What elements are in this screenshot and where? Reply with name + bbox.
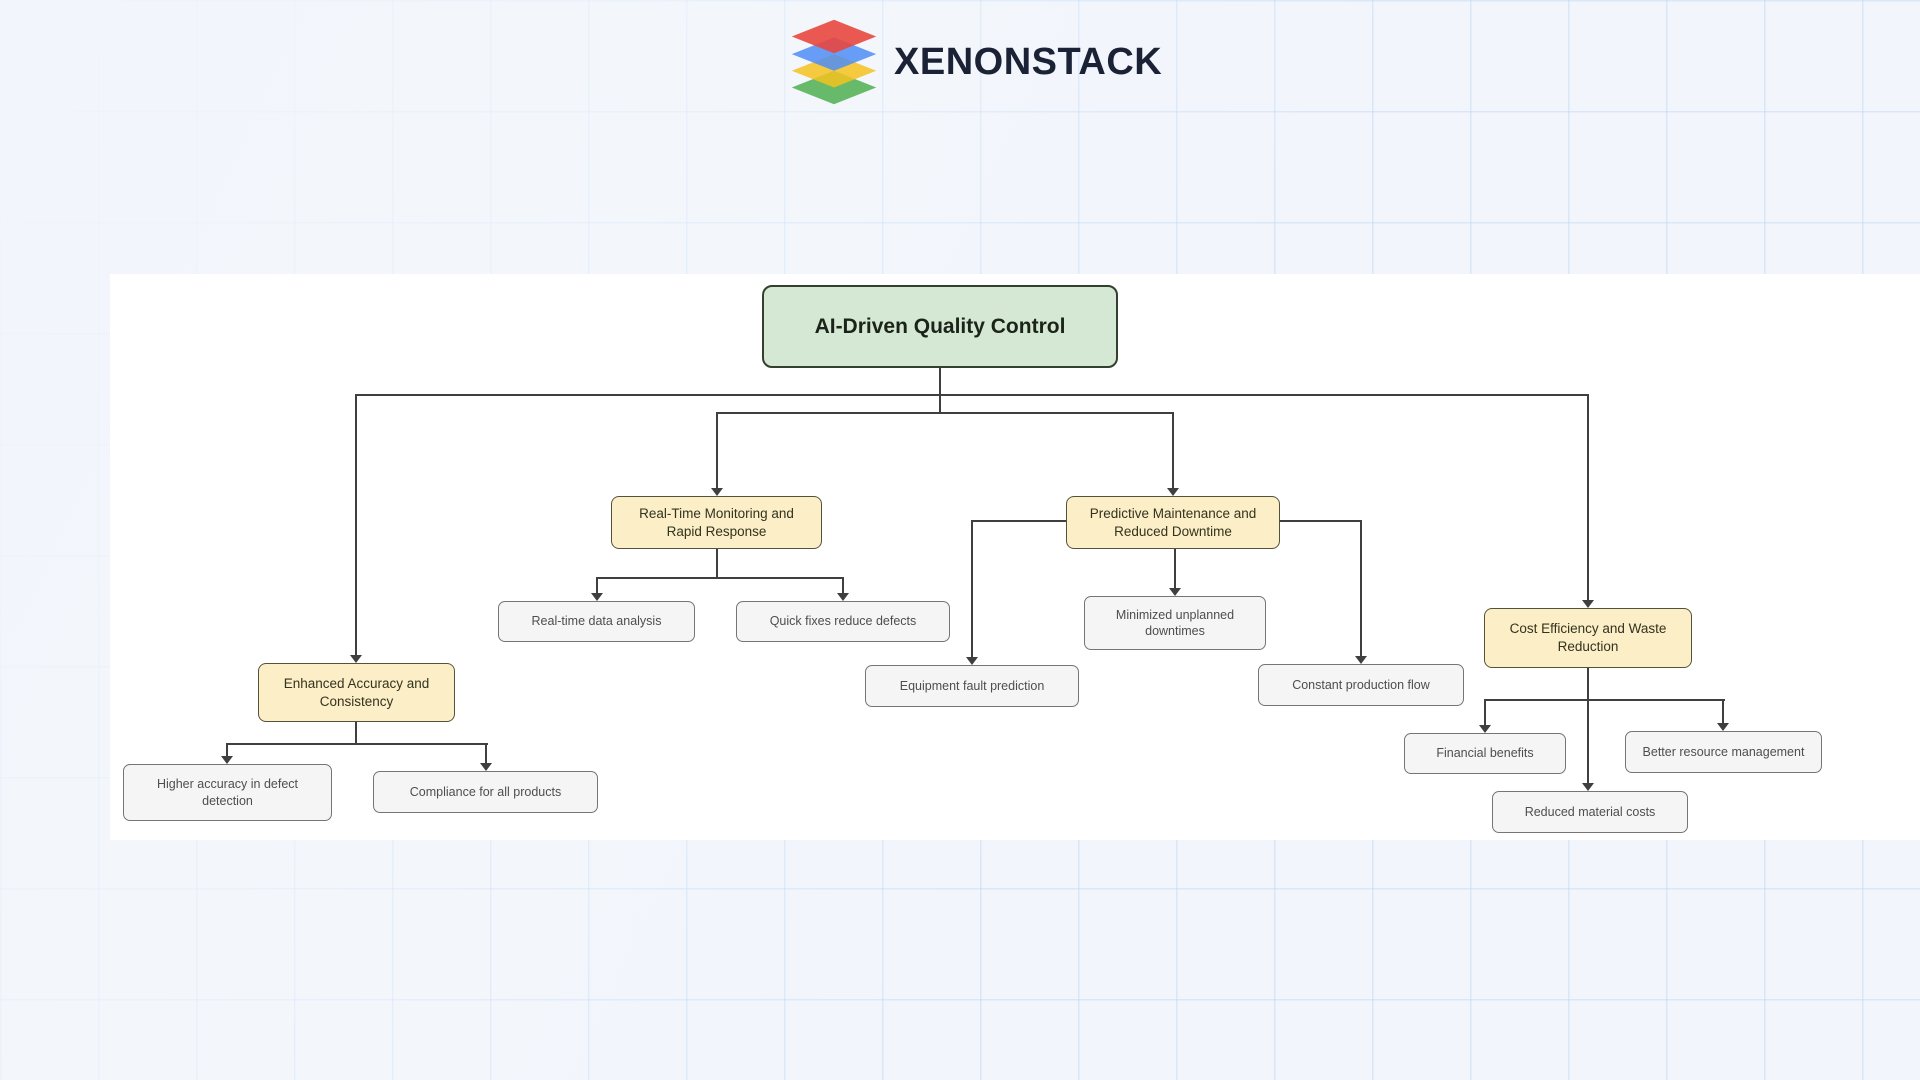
node-branch-predictive: Predictive Maintenance and Reduced Downt… xyxy=(1066,496,1280,549)
connector-to-mud xyxy=(1174,548,1176,588)
connector-predictive-left xyxy=(971,520,1067,522)
brand-name: XENONSTACK xyxy=(894,40,1163,83)
node-branch-enhanced: Enhanced Accuracy and Consistency xyxy=(258,663,455,722)
brand-header: XENONSTACK xyxy=(786,18,1162,106)
node-root: AI-Driven Quality Control xyxy=(762,285,1118,368)
connector-to-enhanced xyxy=(355,394,357,655)
arrowhead-cpf xyxy=(1355,656,1367,664)
node-leaf-compliance: Compliance for all products xyxy=(373,771,598,813)
arrowhead-realtime xyxy=(711,488,723,496)
connector-to-hadd xyxy=(226,743,228,756)
connector-to-qfrd xyxy=(842,577,844,593)
connector-realtime-down xyxy=(716,548,718,578)
arrowhead-qfrd xyxy=(837,593,849,601)
diagram-canvas xyxy=(110,274,1920,840)
arrowhead-mud xyxy=(1169,588,1181,596)
node-branch-realtime: Real-Time Monitoring and Rapid Response xyxy=(611,496,822,549)
connector-to-fb xyxy=(1484,699,1486,725)
connector-trunk xyxy=(939,368,941,414)
connector-to-cfap xyxy=(485,743,487,763)
connector-predictive-right xyxy=(1279,520,1362,522)
connector-to-rtda xyxy=(596,577,598,593)
connector-to-efp xyxy=(971,520,973,657)
connector-to-cpf xyxy=(1360,520,1362,656)
connector-enhanced-down xyxy=(355,721,357,744)
arrowhead-brm xyxy=(1717,723,1729,731)
arrowhead-efp xyxy=(966,657,978,665)
node-leaf-quick-fixes: Quick fixes reduce defects xyxy=(736,601,950,642)
node-leaf-constant-production: Constant production flow xyxy=(1258,664,1464,706)
node-leaf-financial-benefits: Financial benefits xyxy=(1404,733,1566,774)
arrowhead-enhanced xyxy=(350,655,362,663)
connector-realtime-children xyxy=(596,577,844,579)
arrowhead-cfap xyxy=(480,763,492,771)
arrowhead-fb xyxy=(1479,725,1491,733)
node-leaf-realtime-data-analysis: Real-time data analysis xyxy=(498,601,695,642)
node-branch-cost: Cost Efficiency and Waste Reduction xyxy=(1484,608,1692,668)
connector-to-realtime xyxy=(716,412,718,488)
arrowhead-rtda xyxy=(591,593,603,601)
node-leaf-higher-accuracy: Higher accuracy in defect detection xyxy=(123,764,332,821)
arrowhead-rmc xyxy=(1582,783,1594,791)
connector-to-brm xyxy=(1722,699,1724,723)
connector-to-cost xyxy=(1587,394,1589,600)
connector-enhanced-children xyxy=(226,743,488,745)
connector-to-predictive xyxy=(1172,412,1174,488)
arrowhead-predictive xyxy=(1167,488,1179,496)
connector-level1-outer xyxy=(355,394,1589,396)
connector-cost-children xyxy=(1484,699,1725,701)
xenonstack-logo-icon xyxy=(791,19,877,105)
node-leaf-reduced-material: Reduced material costs xyxy=(1492,791,1688,833)
node-leaf-minimized-downtimes: Minimized unplanned downtimes xyxy=(1084,596,1266,650)
arrowhead-cost xyxy=(1582,600,1594,608)
arrowhead-hadd xyxy=(221,756,233,764)
connector-level1-inner xyxy=(716,412,1174,414)
node-leaf-better-resource: Better resource management xyxy=(1625,731,1822,773)
node-leaf-equipment-fault: Equipment fault prediction xyxy=(865,665,1079,707)
connector-cost-down xyxy=(1587,667,1589,783)
